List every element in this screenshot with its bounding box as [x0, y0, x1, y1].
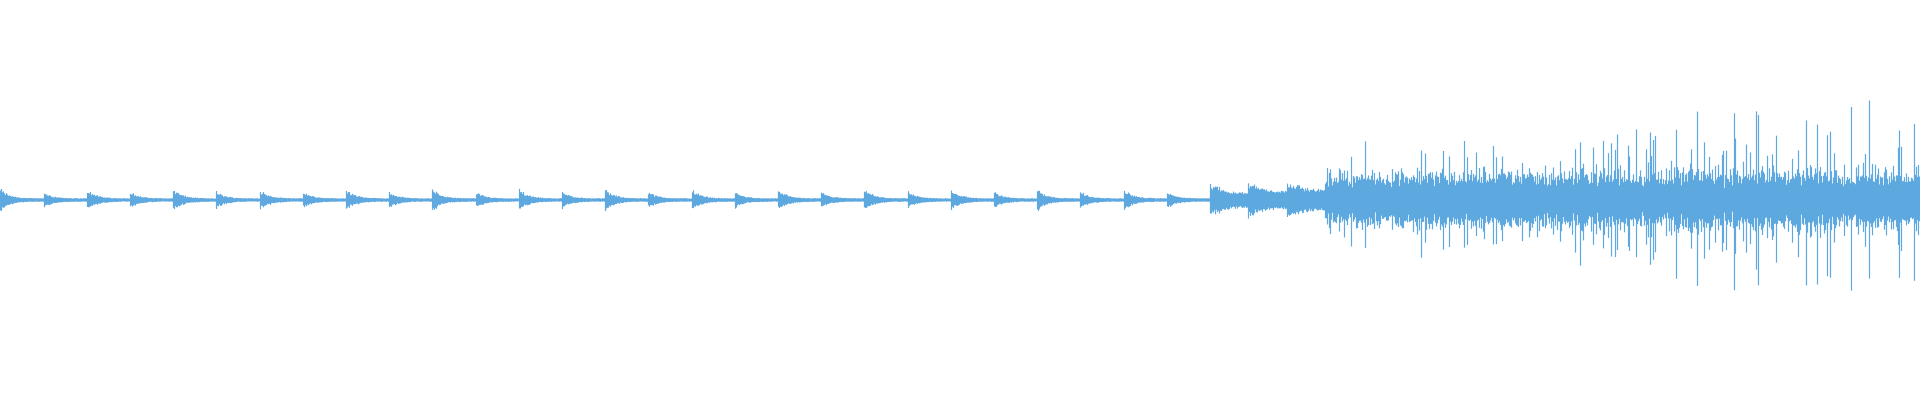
waveform-bars — [0, 100, 1920, 291]
